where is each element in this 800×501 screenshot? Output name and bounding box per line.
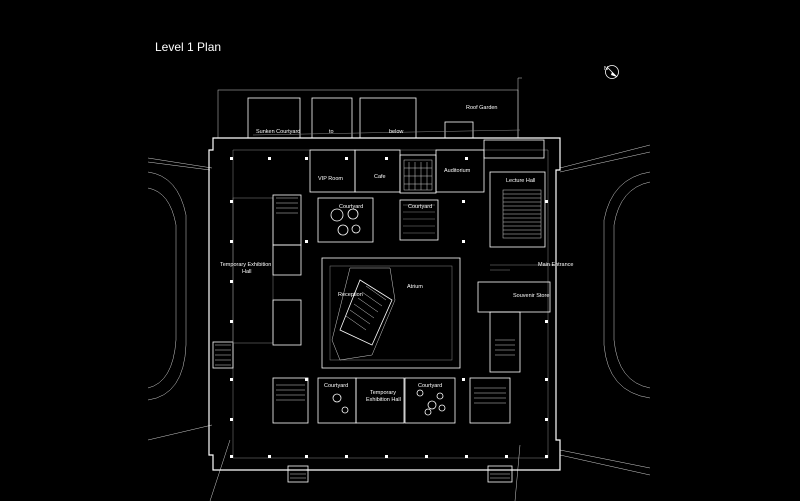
lecture-hall: Lecture Hall [489, 171, 546, 248]
label-temp-exhibition-left-1: Temporary Exhibition [220, 262, 271, 268]
atrium: Reception Atrium [321, 257, 461, 369]
top-rooms: VIP Room Cafe Auditorium [309, 139, 545, 194]
north-label: N [604, 66, 608, 72]
structural-columns [230, 157, 548, 458]
roof-garden-zone: Sunken Courtyard to below Roof Garden [217, 89, 521, 139]
label-lecture-hall: Lecture Hall [506, 178, 535, 184]
site-lines [147, 77, 651, 501]
right-rooms: Main Entrance Souvenir Store [477, 262, 573, 373]
label-reception: Reception [338, 292, 363, 298]
label-sunken-courtyard: Sunken Courtyard [256, 129, 300, 135]
label-main-entrance: Main Entrance [538, 262, 573, 268]
label-to: to [329, 129, 334, 135]
label-courtyard-top-left: Courtyard [339, 204, 363, 210]
left-exhibition-hall: Temporary Exhibition Hall [220, 194, 302, 346]
auditorium-seating [403, 159, 433, 191]
label-courtyard-bottom-right: Courtyard [418, 383, 442, 389]
label-auditorium: Auditorium [444, 168, 471, 174]
bottom-rooms: Courtyard Temporary Exhibition Hall Cour… [272, 377, 511, 424]
label-courtyard-top-center: Courtyard [408, 204, 432, 210]
label-temp-exhibition-left-2: Hall [242, 269, 251, 275]
label-temp-exhibition-bottom-2: Exhibition Hall [366, 397, 401, 403]
label-cafe: Cafe [374, 174, 386, 180]
label-courtyard-bottom-left: Courtyard [324, 383, 348, 389]
label-atrium: Atrium [407, 284, 423, 290]
label-below: below [389, 129, 403, 135]
label-souvenir-store: Souvenir Store [513, 293, 549, 299]
building-outline [208, 137, 561, 483]
label-vip-room: VIP Room [318, 176, 343, 182]
plan-title: Level 1 Plan [155, 40, 222, 54]
upper-courtyards: Courtyard Courtyard [317, 197, 439, 243]
label-roof-garden: Roof Garden [466, 105, 498, 111]
north-arrow-icon: N [604, 65, 619, 79]
label-temp-exhibition-bottom-1: Temporary [370, 390, 396, 396]
